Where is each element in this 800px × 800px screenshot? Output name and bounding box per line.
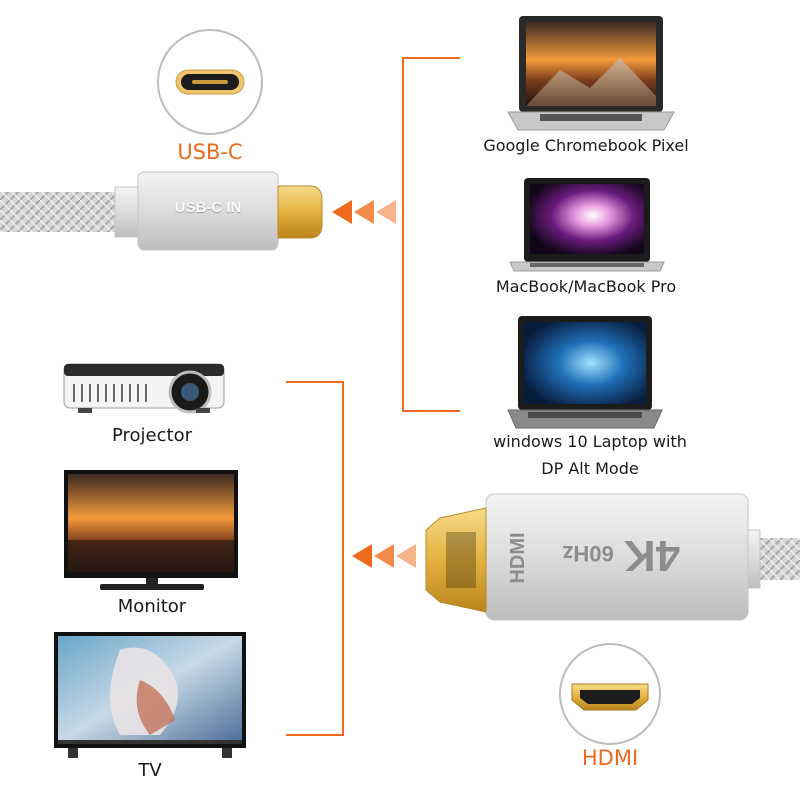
- projector-image: [63, 363, 225, 414]
- usb-c-arrows: [332, 200, 396, 224]
- hdmi-brand-text: HDMI: [507, 532, 529, 584]
- windows-laptop-label-line2: DP Alt Mode: [541, 459, 639, 478]
- hdmi-cable: [425, 493, 800, 621]
- monitor-label: Monitor: [117, 596, 187, 617]
- tv-label: TV: [138, 760, 162, 781]
- chromebook-laptop-image: [507, 16, 675, 131]
- source-bracket: [402, 57, 460, 412]
- hdmi-res-text: 4K: [623, 531, 681, 580]
- chromebook-label: Google Chromebook Pixel: [483, 136, 689, 155]
- hdmi-port-label: HDMI: [581, 746, 639, 770]
- hdmi-arrows: [352, 544, 416, 568]
- display-bracket: [286, 381, 344, 736]
- windows-laptop-image: [507, 316, 663, 429]
- usb-c-port-icon: [157, 29, 263, 135]
- windows-laptop-label-line1: windows 10 Laptop with: [493, 432, 687, 451]
- macbook-label: MacBook/MacBook Pro: [495, 277, 677, 296]
- projector-label: Projector: [112, 425, 192, 446]
- usb-c-cable: [0, 171, 323, 251]
- monitor-image: [64, 470, 238, 590]
- hdmi-port-icon: [559, 643, 661, 745]
- hdmi-rate-text: 60Hz: [562, 541, 614, 566]
- windows-laptop-label: windows 10 Laptop with DP Alt Mode: [470, 428, 710, 482]
- usb-c-port-label: USB-C: [177, 140, 243, 164]
- tv-image: [54, 632, 246, 758]
- usb-c-cable-label: USB-C IN: [174, 199, 242, 216]
- macbook-laptop-image: [509, 178, 665, 272]
